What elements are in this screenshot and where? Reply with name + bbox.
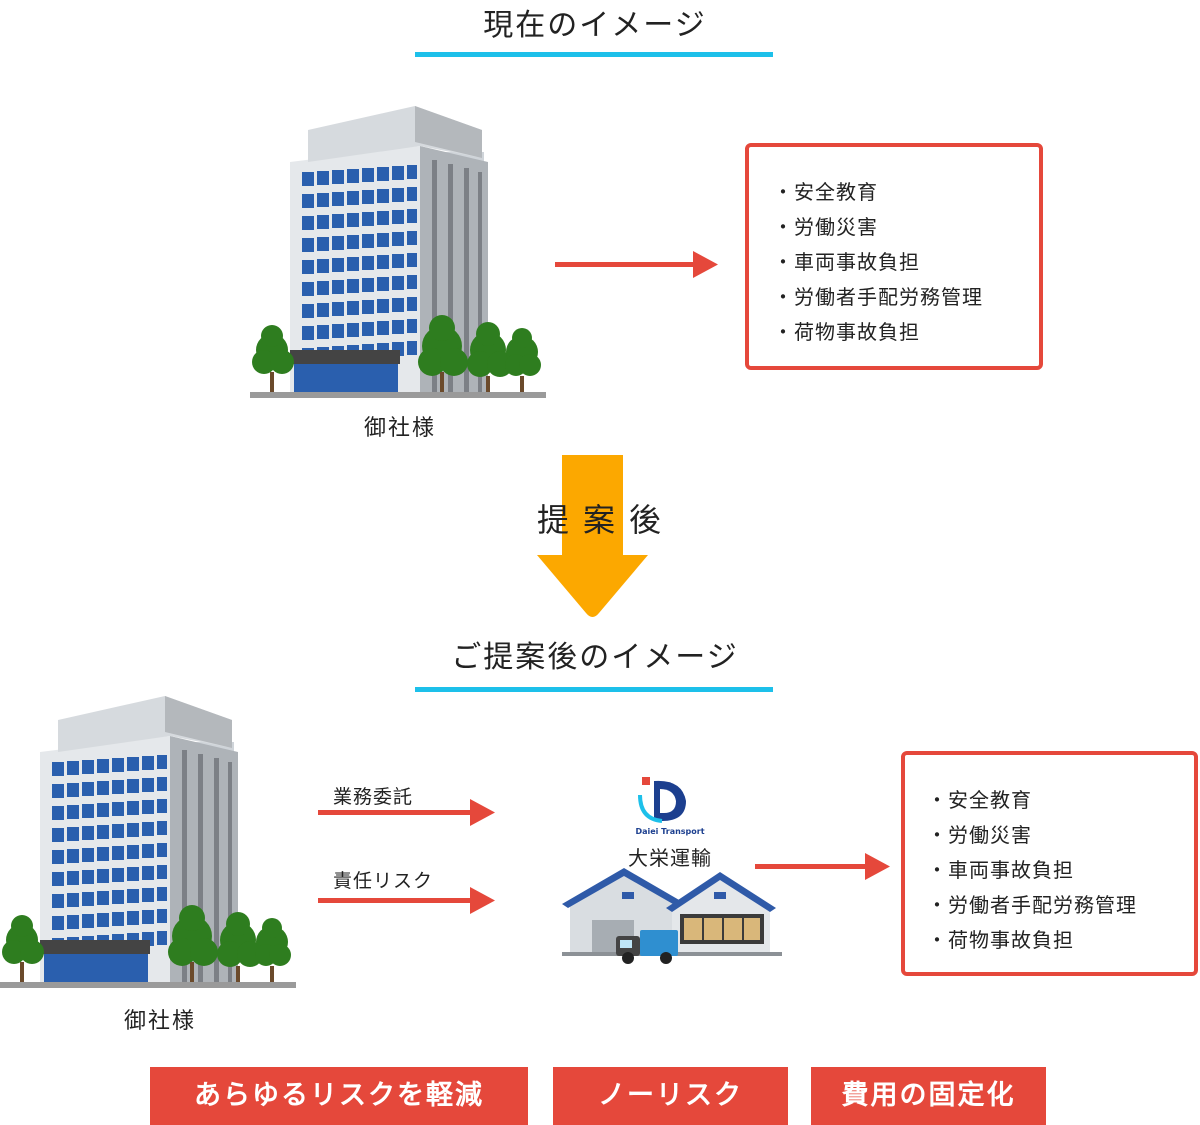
bottom-heading-underline	[415, 687, 773, 692]
transition-label: 提案後	[536, 501, 675, 539]
outsourcing-arrow	[318, 799, 495, 826]
daiei-logo-text: Daiei Transport	[635, 827, 705, 836]
company-name: 大栄運輸	[628, 846, 712, 870]
top-heading-underline	[415, 52, 773, 57]
top-heading: 現在のイメージ	[483, 8, 707, 43]
bottom-heading: ご提案後のイメージ	[451, 640, 739, 675]
list-item: 安全教育	[927, 783, 1194, 818]
top-risk-box: 安全教育 労働災害 車両事故負担 労働者手配労務管理 荷物事故負担	[745, 143, 1043, 370]
badge-no-risk: ノーリスク	[553, 1067, 788, 1125]
list-item: 車両事故負担	[773, 245, 1039, 280]
company-to-box-arrow	[755, 853, 890, 880]
list-item: 車両事故負担	[927, 853, 1194, 888]
outsourcing-label: 業務委託	[333, 786, 414, 808]
bottom-risk-box: 安全教育 労働災害 車両事故負担 労働者手配労務管理 荷物事故負担	[901, 751, 1198, 976]
list-item: 労働災害	[927, 818, 1194, 853]
daiei-logo-icon	[638, 777, 686, 823]
list-item: 荷物事故負担	[927, 923, 1194, 958]
office-building-illustration	[0, 696, 296, 988]
badge-fixed-costs: 費用の固定化	[811, 1067, 1046, 1125]
badge-reduce-all-risks: あらゆるリスクを軽減	[150, 1067, 528, 1125]
list-item: 荷物事故負担	[773, 315, 1039, 350]
bottom-client-label: 御社様	[123, 1009, 196, 1034]
top-arrow	[555, 251, 718, 278]
list-item: 労働災害	[773, 210, 1039, 245]
top-risk-list: 安全教育 労働災害 車両事故負担 労働者手配労務管理 荷物事故負担	[773, 175, 1039, 350]
bottom-risk-list: 安全教育 労働災害 車両事故負担 労働者手配労務管理 荷物事故負担	[927, 783, 1194, 958]
warehouse-truck-illustration	[562, 868, 782, 964]
list-item: 労働者手配労務管理	[927, 888, 1194, 923]
risk-responsibility-arrow	[318, 887, 495, 914]
down-arrow-icon	[537, 455, 648, 617]
top-client-label: 御社様	[363, 416, 436, 441]
list-item: 労働者手配労務管理	[773, 280, 1039, 315]
list-item: 安全教育	[773, 175, 1039, 210]
risk-responsibility-label: 責任リスク	[333, 870, 434, 892]
office-building-illustration	[250, 106, 546, 398]
